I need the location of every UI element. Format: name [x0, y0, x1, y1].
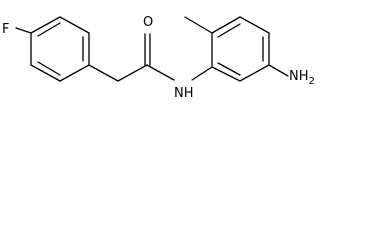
aminotolyl-ring — [184, 16, 289, 82]
methyl-bond — [184, 16, 213, 34]
bond — [191, 66, 213, 81]
bond — [239, 16, 270, 34]
bond — [30, 64, 61, 82]
bond — [211, 16, 241, 34]
bond — [117, 64, 148, 82]
bond — [146, 64, 175, 81]
bond — [59, 64, 90, 82]
amide-nh-label: NH — [174, 86, 194, 101]
amine-label: NH2 — [289, 69, 315, 87]
carbonyl-oxygen-label: O — [143, 15, 153, 30]
bond — [268, 64, 289, 77]
bond — [37, 22, 61, 37]
bond — [88, 64, 119, 82]
bond — [217, 23, 241, 38]
fluorophenyl-ring — [15, 16, 90, 82]
bond — [239, 64, 270, 82]
bond — [217, 62, 241, 76]
bond — [211, 66, 241, 82]
acetamide-chain — [88, 33, 213, 82]
amine-nh-text: NH — [289, 69, 309, 84]
bond — [37, 61, 61, 76]
fluorine-label: F — [2, 22, 9, 37]
chemical-structure: F O NH NH2 — [2, 15, 315, 101]
amine-subscript: 2 — [309, 76, 315, 87]
bond — [30, 16, 61, 34]
bond — [15, 27, 32, 34]
bond — [59, 16, 90, 34]
